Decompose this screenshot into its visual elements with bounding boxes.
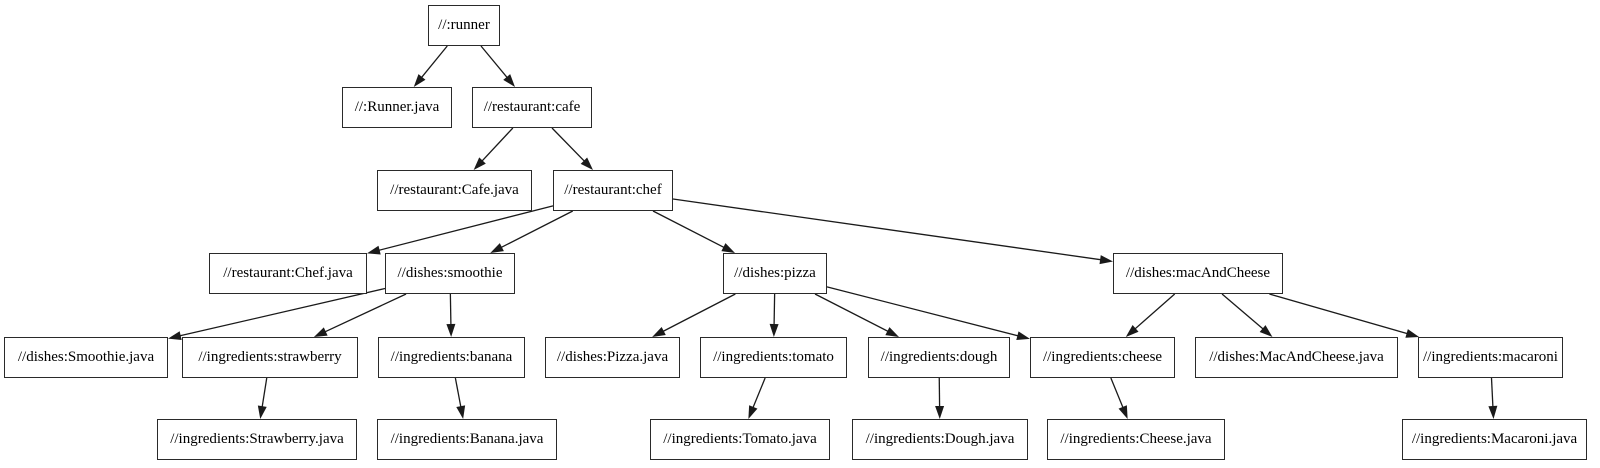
edge-smoothie-to-smoothie_java [176, 287, 386, 338]
graph-node-cafe: //restaurant:cafe [472, 87, 592, 128]
graph-node-macandcheese_java: //dishes:MacAndCheese.java [1195, 337, 1398, 378]
arrowhead-runner-to-runner_java [413, 74, 426, 87]
edge-pizza-to-dough [814, 293, 892, 334]
edge-smoothie-to-banana [449, 293, 452, 329]
graph-node-pizza_java: //dishes:Pizza.java [545, 337, 680, 378]
graph-node-dough_java: //ingredients:Dough.java [852, 419, 1028, 460]
arrowhead-chef-to-macandcheese [1099, 255, 1113, 265]
arrowhead-pizza-to-tomato [769, 323, 779, 337]
arrowhead-dough-to-dough_java [935, 405, 945, 419]
edge-macaroni-to-macaroni_java [1490, 377, 1494, 411]
graph-node-cafe_java: //restaurant:Cafe.java [377, 170, 532, 211]
edge-chef-to-macandcheese [672, 198, 1105, 261]
arrowhead-cafe-to-cafe_java [473, 157, 486, 170]
arrowhead-smoothie-to-smoothie_java [168, 331, 182, 341]
graph-node-tomato: //ingredients:tomato [700, 337, 847, 378]
graph-node-strawberry: //ingredients:strawberry [182, 337, 358, 378]
graph-node-runner: //:runner [428, 5, 500, 46]
arrowhead-pizza-to-dough [885, 327, 899, 337]
edge-cafe-to-cafe_java [479, 127, 514, 164]
graph-node-cheese_java: //ingredients:Cheese.java [1047, 419, 1225, 460]
graph-node-macandcheese: //dishes:macAndCheese [1113, 253, 1283, 294]
edge-banana-to-banana_java [454, 377, 463, 411]
arrowhead-macandcheese-to-cheese [1125, 325, 1139, 337]
edge-macandcheese-to-cheese [1132, 293, 1176, 332]
graph-node-chef_java: //restaurant:Chef.java [209, 253, 367, 294]
arrowhead-strawberry-to-strawberry_java [257, 405, 267, 419]
edge-macandcheese-to-macaroni [1269, 293, 1411, 336]
arrowhead-cheese-to-cheese_java [1118, 405, 1128, 419]
arrowhead-macandcheese-to-macandcheese_java [1259, 325, 1273, 337]
edge-runner-to-cafe [480, 45, 510, 81]
graph-node-pizza: //dishes:pizza [723, 253, 827, 294]
arrowhead-banana-to-banana_java [456, 405, 466, 419]
arrowhead-runner-to-cafe [503, 74, 515, 87]
arrowhead-chef-to-pizza [721, 243, 735, 253]
edge-chef-to-chef_java [375, 205, 554, 252]
graph-node-macaroni: //ingredients:macaroni [1418, 337, 1563, 378]
graph-node-smoothie: //dishes:smoothie [385, 253, 515, 294]
graph-node-smoothie_java: //dishes:Smoothie.java [4, 337, 168, 378]
arrowhead-smoothie-to-banana [446, 323, 456, 337]
edge-macandcheese-to-macandcheese_java [1221, 293, 1267, 332]
graph-node-strawberry_java: //ingredients:Strawberry.java [157, 419, 357, 460]
arrowhead-macandcheese-to-macaroni [1405, 329, 1420, 338]
graph-node-banana_java: //ingredients:Banana.java [377, 419, 557, 460]
edge-pizza-to-tomato [773, 293, 776, 329]
edge-cafe-to-chef [551, 127, 588, 165]
edge-strawberry-to-strawberry_java [261, 377, 268, 411]
edge-chef-to-pizza [652, 210, 728, 250]
edge-runner-to-runner_java [418, 45, 448, 81]
arrowhead-pizza-to-cheese [1016, 331, 1030, 341]
arrowhead-chef-to-chef_java [367, 245, 381, 255]
graph-node-chef: //restaurant:chef [553, 170, 673, 211]
graph-node-cheese: //ingredients:cheese [1030, 337, 1175, 378]
graph-node-dough: //ingredients:dough [868, 337, 1010, 378]
arrowhead-smoothie-to-strawberry [313, 327, 328, 337]
graph-node-tomato_java: //ingredients:Tomato.java [650, 419, 830, 460]
edge-tomato-to-tomato_java [751, 377, 766, 411]
graph-node-macaroni_java: //ingredients:Macaroni.java [1402, 419, 1587, 460]
edge-cheese-to-cheese_java [1110, 377, 1125, 411]
edge-chef-to-smoothie [497, 210, 574, 250]
arrowhead-macaroni-to-macaroni_java [1488, 405, 1498, 419]
arrowhead-chef-to-smoothie [490, 243, 504, 253]
edge-pizza-to-pizza_java [659, 293, 736, 334]
arrowhead-tomato-to-tomato_java [748, 405, 758, 419]
graph-node-banana: //ingredients:banana [378, 337, 525, 378]
edge-pizza-to-cheese [826, 286, 1022, 338]
graph-node-runner_java: //:Runner.java [342, 87, 452, 128]
edge-smoothie-to-strawberry [321, 293, 407, 334]
arrowhead-cafe-to-chef [580, 157, 593, 170]
arrowhead-pizza-to-pizza_java [652, 327, 666, 337]
